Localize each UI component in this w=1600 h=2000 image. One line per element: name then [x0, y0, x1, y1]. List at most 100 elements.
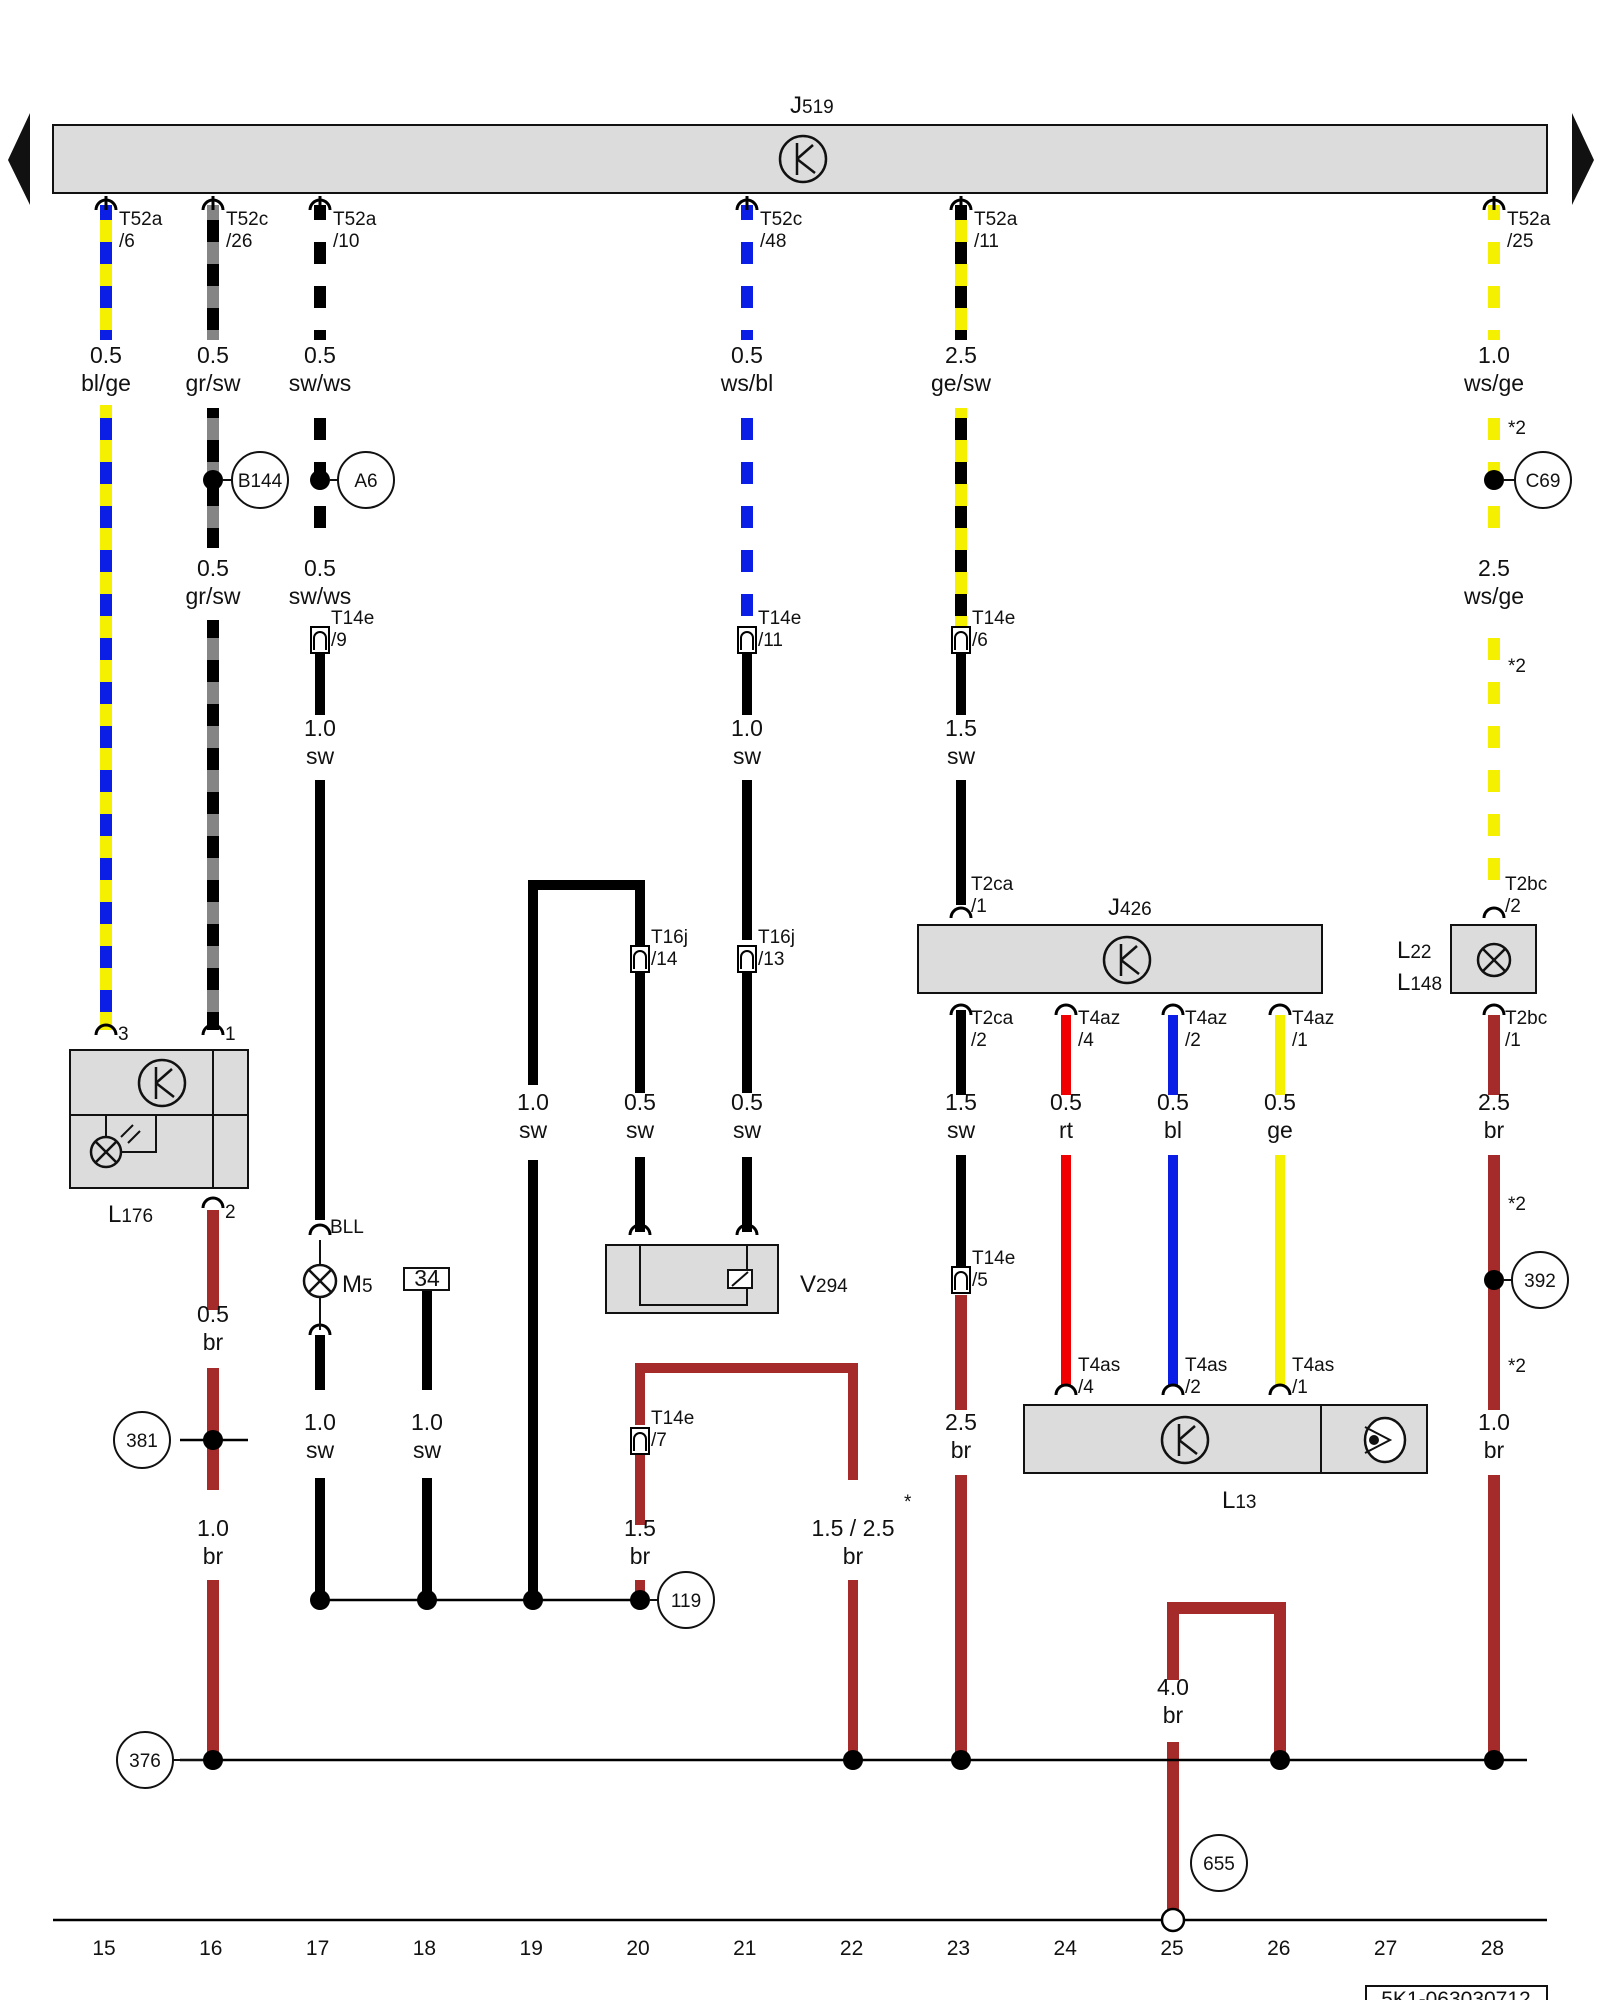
wire-24-b [1061, 1155, 1071, 1385]
pin-label: /7 [651, 1430, 667, 1451]
wire-color-label: sw/ws [289, 370, 352, 396]
pin-label: T14e [758, 608, 801, 629]
wire-size-label: 0.5 [197, 555, 229, 581]
pin-label: /9 [331, 630, 347, 651]
pin-label: T2bc [1505, 1008, 1547, 1029]
wire-15 [100, 405, 112, 1030]
wire-color-label: br [1163, 1702, 1184, 1728]
wire-size-label: 0.5 [304, 342, 336, 368]
pin-label: T4az [1185, 1008, 1227, 1029]
column-number: 27 [1374, 1937, 1397, 1960]
pin-caps [94, 196, 1506, 1396]
wire-20-br [635, 1455, 645, 1525]
pin-label: T4as [1078, 1355, 1120, 1376]
pin-label: /6 [119, 231, 135, 252]
pin-label: /13 [758, 949, 784, 970]
column-number: 18 [413, 1937, 436, 1960]
wire-21-mid [741, 408, 753, 628]
wire-size-label: 2.5 [1478, 555, 1510, 581]
pin-label: T4az [1292, 1008, 1334, 1029]
wire-17-sw-d [315, 1478, 325, 1600]
wire-size-label: 0.5 [197, 1301, 229, 1327]
pin-label: /1 [971, 896, 987, 917]
wire-21-sw-c [742, 968, 752, 1093]
wire-color-label: gr/sw [186, 370, 241, 396]
wire-18-a [422, 1290, 432, 1390]
pin-label: BLL [330, 1217, 364, 1238]
pin-label: 3 [118, 1024, 129, 1045]
wire-23-sw-b [956, 780, 966, 905]
wire-28-top [1488, 205, 1500, 340]
reference-labels: B144 A6 C69 392 381 119 376 655 [126, 471, 1560, 1875]
wire-size-label: 0.5 [1050, 1089, 1082, 1115]
wire-color-label: br [203, 1329, 224, 1355]
component-l176: L176 [69, 1049, 249, 1228]
wire-labels: 0.5 bl/ge 0.5 gr/sw 0.5 sw/ws 0.5 ws/bl … [81, 342, 1526, 1728]
pin-label: 2 [225, 1202, 236, 1223]
wire-size-label: 2.5 [1478, 1089, 1510, 1115]
wire-25-br-b [1167, 1742, 1179, 1912]
wire-20-22-br-loop [635, 1363, 858, 1480]
wire-size-label: 0.5 [731, 342, 763, 368]
wire-color-label: sw [519, 1117, 548, 1143]
wire-size-label: 1.0 [304, 715, 336, 741]
wire-color-label: ge [1267, 1117, 1293, 1143]
note-label: *2 [1508, 1194, 1526, 1215]
component-m5: M5 [302, 1240, 373, 1330]
wire-23-br-a [955, 1295, 967, 1410]
wire-color-label: sw [947, 743, 976, 769]
electronic-symbol-icon [1160, 1415, 1210, 1465]
ref-376-label: 376 [129, 1751, 161, 1772]
pin-label: /2 [1505, 896, 1521, 917]
wire-25-bl-b [1168, 1155, 1178, 1385]
wire-17-sw-b [315, 780, 325, 1220]
pin-label: /6 [972, 630, 988, 651]
pin-label: T16j [651, 927, 688, 948]
wire-20-sw-b [635, 1157, 645, 1232]
pin-label: 1 [225, 1024, 236, 1045]
wire-23-mid [955, 408, 967, 628]
pin-label: /4 [1078, 1030, 1094, 1051]
wire-color-label: bl [1164, 1117, 1182, 1143]
pin-label: T52a [119, 209, 163, 230]
electronic-symbol-icon [137, 1058, 187, 1108]
wire-size-label: 1.5 / 2.5 [811, 1515, 894, 1541]
wire-color-label: bl/ge [81, 370, 131, 396]
column-number: 24 [1054, 1937, 1078, 1960]
wire-17-top [314, 205, 326, 340]
wire-color-label: gr/sw [186, 583, 241, 609]
right-arrow-icon [1572, 113, 1594, 205]
wire-color-label: sw [733, 1117, 762, 1143]
wire-color-label: br [1484, 1437, 1505, 1463]
wire-22-br [848, 1580, 858, 1760]
component-v294: V294 [605, 1244, 848, 1314]
lamp-icon [1476, 942, 1512, 978]
wire-color-label: sw [306, 743, 335, 769]
wire-color-label: rt [1059, 1117, 1074, 1143]
note-label: *2 [1508, 418, 1526, 439]
wire-color-label: sw [306, 1437, 335, 1463]
fuse-34-label: 34 [414, 1265, 440, 1291]
j426-label: J426 [1108, 894, 1152, 921]
wire-size-label: 4.0 [1157, 1674, 1189, 1700]
pin-label: T52a [1507, 209, 1551, 230]
wire-color-label: sw [733, 743, 762, 769]
wire-color-label: sw/ws [289, 583, 352, 609]
wire-color-label: ws/ge [1463, 583, 1524, 609]
wire-21-sw-b [742, 780, 752, 940]
l148-label: L148 [1397, 969, 1442, 996]
splice-23 [951, 1750, 971, 1770]
ref-655-label: 655 [1203, 1854, 1235, 1875]
j519-label: J519 [790, 92, 834, 119]
wire-size-label: 0.5 [1264, 1089, 1296, 1115]
pin-labels: T52a /6 T52c /26 T52a /10 T52c /48 T52a … [118, 209, 1551, 1451]
pin-label: T52a [974, 209, 1018, 230]
pin-label: /2 [971, 1030, 987, 1051]
document-id: 5K1-063030712 [1365, 1985, 1548, 2000]
column-number: 25 [1160, 1937, 1183, 1960]
wire-16-br-a [207, 1210, 219, 1310]
wire-size-label: 0.5 [304, 555, 336, 581]
reference-circles [113, 451, 1572, 1892]
